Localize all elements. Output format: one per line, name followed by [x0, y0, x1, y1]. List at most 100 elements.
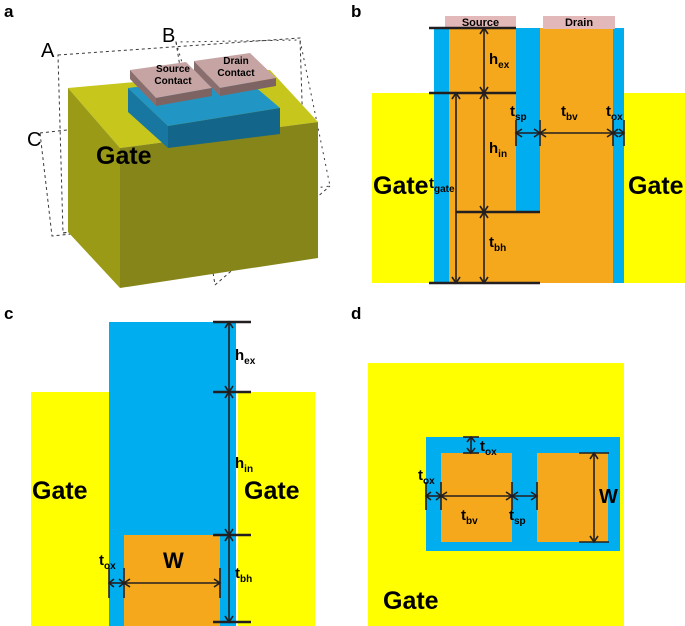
drain-contact-left — [194, 61, 220, 96]
fin-left-face — [128, 88, 168, 148]
panel-c-t-bh-sym: t — [235, 565, 240, 582]
panel-b-drain-label: Drain — [543, 17, 615, 29]
t-ox-sym: t — [606, 103, 611, 120]
panel-a-source-contact-label: Source Contact — [137, 64, 209, 88]
panel-d-t-ox-top-sub: ox — [485, 447, 497, 458]
panel-c: c Gate Gate hex — [0, 300, 342, 626]
panel-d-t-ox-top-arrow-down — [466, 447, 476, 455]
panel-d-t-sp-arrow-r — [530, 491, 539, 501]
panel-b-label: b — [351, 2, 362, 21]
section-plane-a — [57, 37, 306, 234]
panel-b-h-in-label: hin — [489, 140, 507, 160]
panel-d-t-ox-top-label: tox — [480, 438, 497, 458]
fin-front-face — [168, 108, 280, 148]
panel-c-h-ex-sym: h — [235, 347, 245, 364]
panel-b-t-ox-label: tox — [606, 103, 623, 123]
panel-c-w-arrow-right — [213, 578, 222, 588]
t-bv-sub: bv — [566, 112, 578, 123]
t-bv-arrow-left — [538, 128, 547, 138]
panel-b-gate-right-label: Gate — [628, 172, 684, 200]
panel-b-source-label: Source — [445, 17, 516, 29]
panel-d-w-label: W — [599, 486, 618, 508]
panel-b-t-bh-label: tbh — [489, 234, 506, 254]
panel-c-t-bh-arrow-up — [224, 533, 234, 542]
panel-c-gate-left-label: Gate — [32, 477, 88, 505]
h-ex-arrow-up — [479, 26, 489, 35]
panel-d-gate-label: Gate — [383, 587, 439, 615]
panel-d-t-bv-arrow-l — [439, 491, 448, 501]
panel-c-w-label: W — [163, 548, 184, 573]
t-gate-sub: gate — [434, 184, 455, 195]
panel-d-t-ox-left-sym: t — [418, 467, 423, 484]
t-ox-arrow-left — [611, 128, 619, 138]
t-ox-sub: ox — [611, 112, 623, 123]
panel-c-t-ox-sym: t — [99, 552, 104, 569]
panel-a-marker-b: B — [162, 25, 176, 47]
panel-d-t-ox-top-arrow-up — [466, 435, 476, 443]
panel-b-body-left — [449, 28, 516, 283]
source-contact-left — [130, 70, 156, 106]
panel-c-t-bh-sub: bh — [240, 574, 253, 585]
panel-d-label: d — [351, 304, 362, 323]
panel-b-oxide-spacer — [516, 28, 540, 212]
panel-c-h-in-sym: h — [235, 455, 245, 472]
panel-c-t-ox-label: tox — [99, 552, 116, 572]
panel-b-source-text: Source — [461, 17, 500, 29]
panel-b-t-sp-label: tsp — [510, 103, 527, 123]
panel-d-t-sp-sym: t — [509, 507, 514, 524]
panel-c-t-ox-arrow-right — [118, 578, 126, 588]
panel-c-h-in-label: hin — [235, 455, 253, 475]
panel-d-t-sp-sub: sp — [514, 516, 526, 527]
panel-b-source-bar — [445, 16, 516, 29]
panel-b-oxide-left — [434, 28, 449, 283]
t-sp-sub: sp — [515, 112, 527, 123]
source-contact-top — [130, 62, 212, 98]
panel-d-t-bv-sub: bv — [466, 516, 478, 527]
t-bh-arrow-up — [479, 210, 489, 219]
t-gate-arrow-up — [451, 91, 461, 100]
panel-a-label: a — [4, 2, 14, 21]
gate-left-face — [68, 88, 120, 288]
panel-a-marker-a: A — [41, 40, 55, 62]
panel-d-w-arrow-up — [589, 451, 599, 460]
t-gate-arrow-down — [451, 276, 461, 285]
panel-a: a Gate A B C Source Contact — [0, 0, 342, 300]
panel-d-dimension-lines — [424, 435, 609, 544]
source-contact-front — [156, 88, 212, 106]
panel-d-t-ox-left-label: tox — [418, 467, 435, 487]
t-bh-arrow-down — [479, 276, 489, 285]
panel-d-w-arrow-down — [589, 535, 599, 544]
panel-d-body-right — [537, 453, 608, 542]
panel-c-gate-right-label: Gate — [244, 477, 300, 505]
panel-b-drain-bar — [543, 16, 615, 29]
t-bv-sym: t — [561, 103, 566, 120]
panel-c-h-in-arrow-up — [224, 390, 234, 399]
panel-c-h-ex-arrow-up — [224, 320, 234, 329]
t-sp-arrow-left — [514, 128, 523, 138]
t-bh-sub: bh — [494, 243, 507, 254]
h-ex-sym: h — [489, 51, 499, 68]
panel-b-t-bv-label: tbv — [561, 103, 578, 123]
panel-d: d Gate tox tox — [343, 300, 685, 626]
t-gate-sym: t — [429, 175, 434, 192]
panel-b-oxide-right — [613, 28, 624, 283]
t-bh-sym: t — [489, 234, 494, 251]
panel-b-drain-text: Drain — [564, 17, 594, 29]
panel-c-t-bh-arrow-down — [224, 615, 234, 624]
panel-d-t-bv-label: tbv — [461, 507, 478, 527]
panel-c-t-ox-arrow-left — [107, 578, 115, 588]
panel-c-t-ox-sub: ox — [104, 561, 116, 572]
t-ox-arrow-right — [618, 128, 626, 138]
panel-c-dimension-lines — [107, 320, 251, 624]
panel-b-h-ex-label: hex — [489, 51, 509, 71]
panel-a-graphic — [39, 37, 331, 288]
h-ex-sub: ex — [498, 60, 510, 71]
panel-c-gate-left — [31, 392, 109, 626]
panel-c-body — [124, 535, 220, 626]
panel-a-marker-c: C — [27, 129, 42, 151]
source-contact-line1: Source — [156, 64, 190, 75]
panel-b-body-right — [540, 28, 613, 283]
gate-front-face — [120, 122, 318, 288]
drain-contact-line2: Contact — [217, 68, 255, 79]
panel-c-label: c — [4, 304, 14, 323]
